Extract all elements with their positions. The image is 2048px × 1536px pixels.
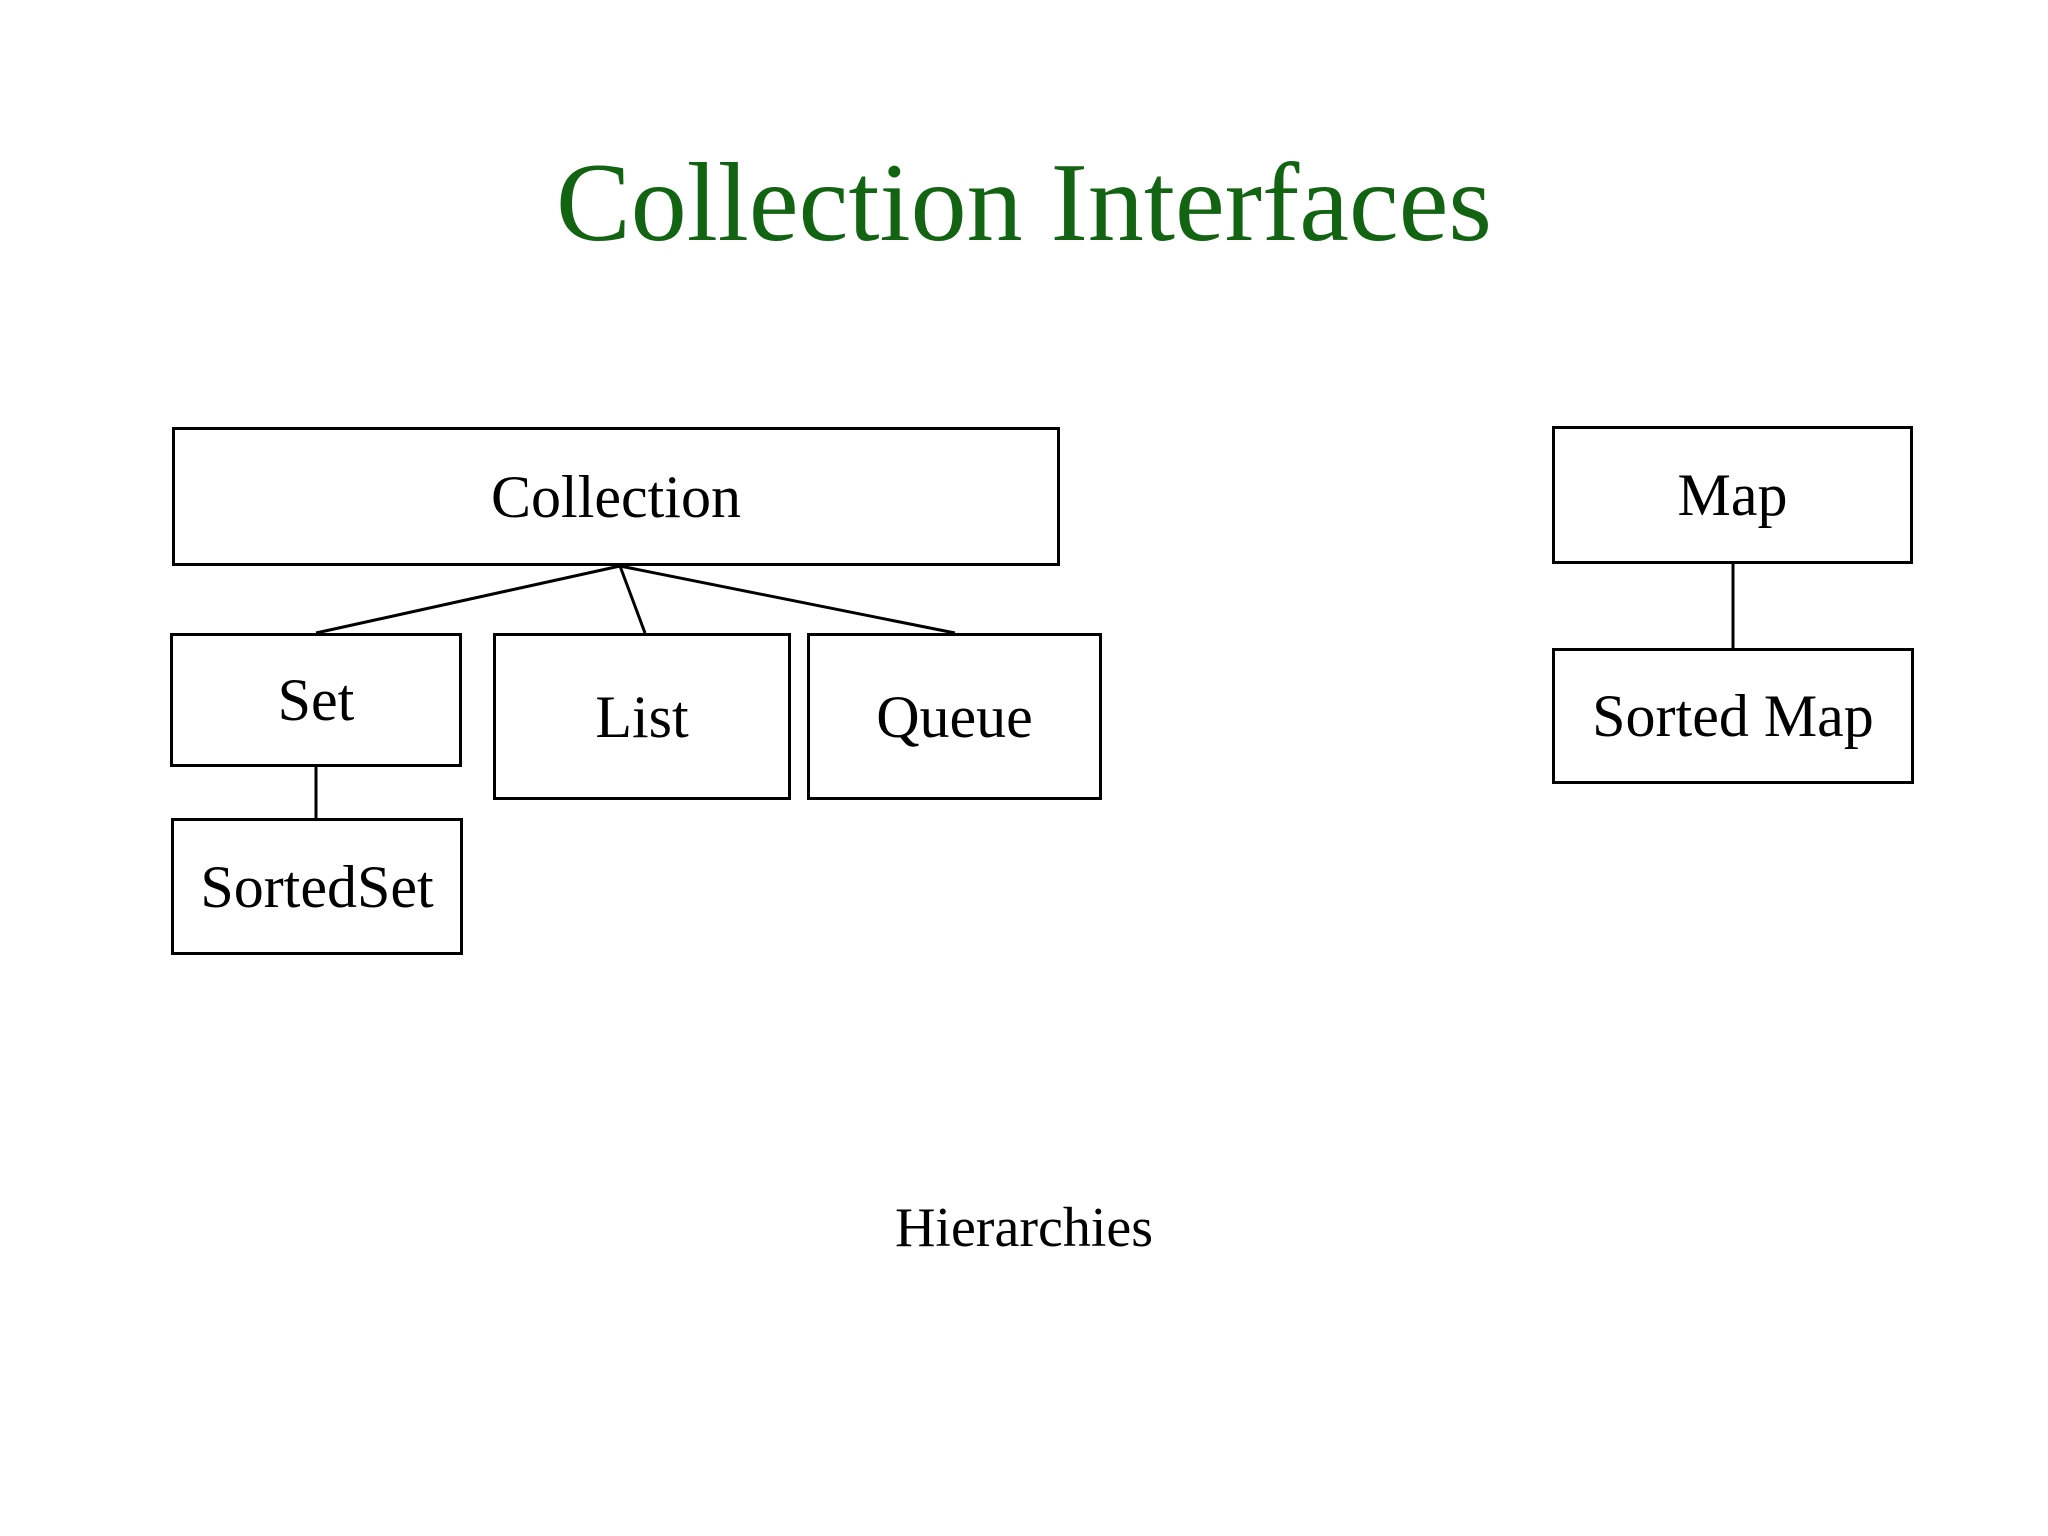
page-title: Collection Interfaces: [555, 141, 1493, 266]
node-collection-label: Collection: [491, 463, 741, 530]
edge-collection-queue: [619, 564, 956, 635]
diagram-caption: Hierarchies: [894, 1197, 1154, 1259]
edge-collection-set: [315, 564, 621, 635]
node-set-label: Set: [277, 667, 355, 733]
node-queue-label: Queue: [876, 683, 1033, 750]
node-sorted-map-label: Sorted Map: [1592, 683, 1874, 749]
node-map[interactable]: Map: [1552, 426, 1913, 564]
node-collection[interactable]: Collection: [172, 427, 1060, 566]
edge-collection-list: [618, 565, 647, 634]
node-sorted-map[interactable]: Sorted Map: [1552, 648, 1914, 784]
node-queue[interactable]: Queue: [807, 633, 1102, 800]
node-map-label: Map: [1677, 462, 1788, 528]
node-sortedset[interactable]: SortedSet: [171, 818, 463, 955]
node-list-label: List: [595, 683, 689, 750]
node-list[interactable]: List: [493, 633, 791, 800]
node-set[interactable]: Set: [170, 633, 462, 767]
node-sortedset-label: SortedSet: [200, 853, 434, 920]
